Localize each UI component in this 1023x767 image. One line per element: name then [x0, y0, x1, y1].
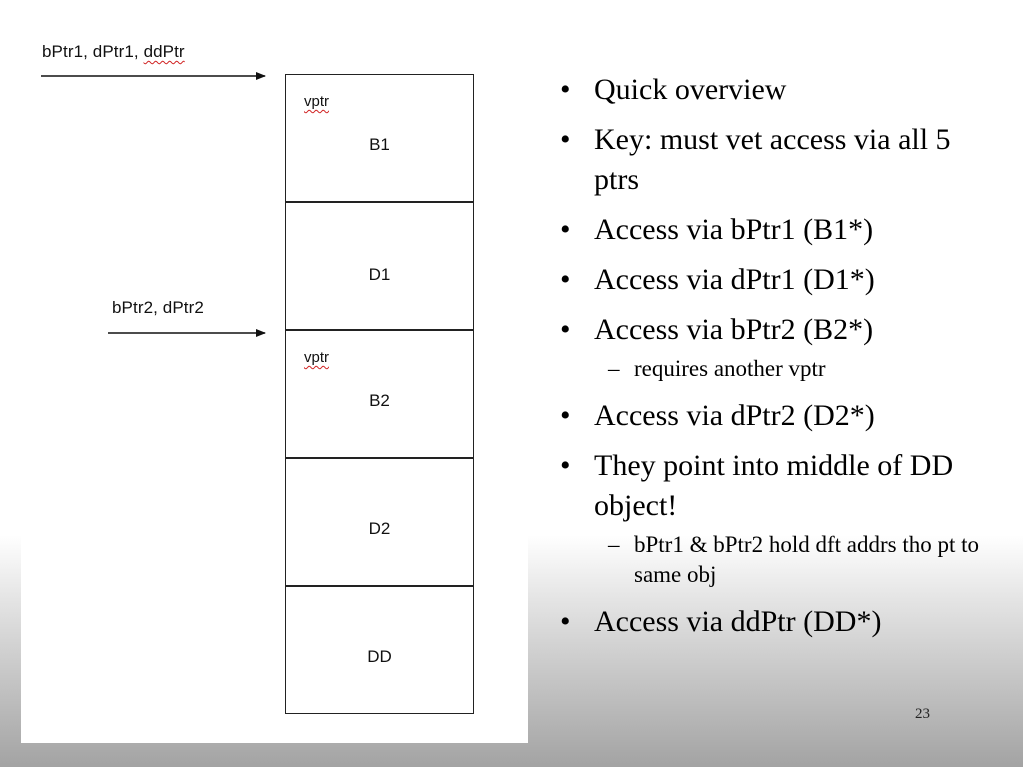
bullet-item: Access via ddPtr (DD*)	[560, 602, 1000, 642]
bullet-item: Quick overview	[560, 70, 1000, 110]
block-label: B2	[369, 391, 390, 410]
bullet-item: They point into middle of DD object!	[560, 446, 1000, 526]
pointer-label-top-flagged: ddPtr	[143, 42, 185, 61]
pointer-label-mid: bPtr2, dPtr2	[112, 298, 204, 317]
vptr-label: vptr	[304, 349, 330, 366]
block-dd: DD	[285, 586, 474, 714]
block-label: B1	[369, 135, 390, 154]
block-b2: vptr B2	[285, 330, 474, 458]
bullet-item: Access via bPtr1 (B1*)	[560, 210, 1000, 250]
sub-bullet-item: requires another vptr	[560, 354, 1000, 384]
page-number: 23	[915, 706, 930, 722]
pointer-label-top: bPtr1, dPtr1, ddPtr	[42, 42, 185, 62]
block-label: D2	[368, 519, 391, 538]
vptr-label: vptr	[304, 93, 330, 110]
bullet-list: Quick overview Key: must vet access via …	[560, 70, 1000, 652]
block-d1: D1	[285, 202, 474, 330]
pointer-label-top-text: bPtr1, dPtr1,	[42, 42, 144, 61]
sub-bullet-item: bPtr1 & bPtr2 hold dft addrs tho pt to s…	[560, 530, 1000, 590]
block-label: D1	[368, 265, 391, 284]
bullet-item: Access via dPtr2 (D2*)	[560, 396, 1000, 436]
bullet-item: Access via dPtr1 (D1*)	[560, 260, 1000, 300]
bullet-item: Access via bPtr2 (B2*)	[560, 310, 1000, 350]
block-label: DD	[367, 647, 392, 666]
bullet-item: Key: must vet access via all 5 ptrs	[560, 120, 1000, 200]
block-d2: D2	[285, 458, 474, 586]
block-b1: vptr B1	[285, 74, 474, 202]
